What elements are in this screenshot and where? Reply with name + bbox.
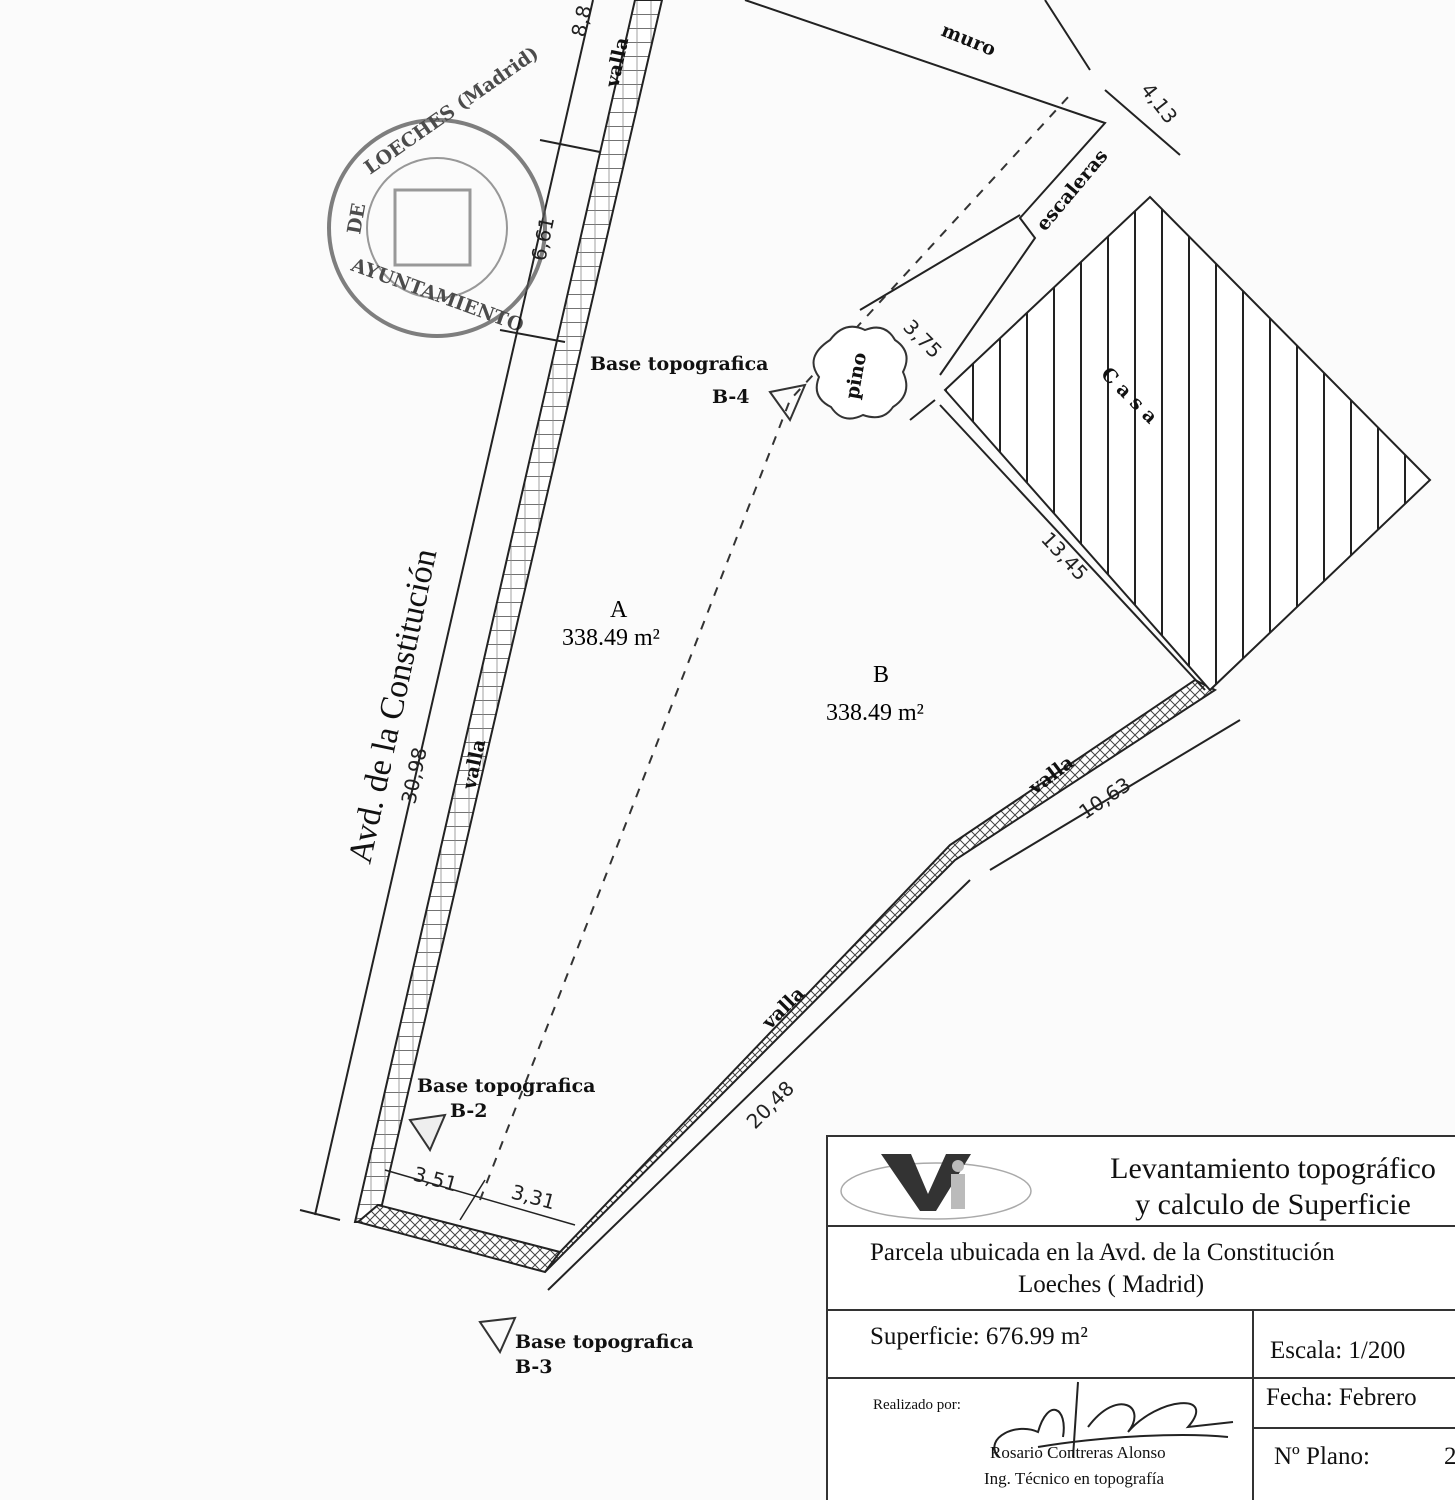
plan-title: Levantamiento topográfico y calculo de S… <box>1073 1151 1455 1223</box>
dim-top-left: 8,8 <box>566 3 596 39</box>
parcel-a-area: 338.49 m² <box>562 625 660 651</box>
base-b3-icon <box>478 1316 517 1355</box>
location-line-1: Parcela ubuicada en la Avd. de la Consti… <box>870 1239 1335 1266</box>
muro-wall <box>744 0 1107 376</box>
superficie: Superficie: 676.99 m² <box>870 1323 1088 1350</box>
location: Parcela ubuicada en la Avd. de la Consti… <box>828 1237 1455 1301</box>
signature <box>993 1381 1234 1458</box>
label-base-b4: Base topografica <box>590 353 768 375</box>
dim-fence-upper: 10,63 <box>1074 772 1135 824</box>
label-b3: B-3 <box>515 1356 553 1378</box>
dim-muro-end: 4,13 <box>1136 78 1182 128</box>
label-b2: B-2 <box>450 1100 488 1122</box>
title-line-2: y calculo de Superficie <box>1135 1188 1411 1221</box>
base-b4-icon <box>768 383 807 423</box>
author-name: Rosario Contreras Alonso <box>990 1443 1166 1462</box>
plano-label: Nº Plano: <box>1274 1443 1370 1470</box>
title-block: Levantamiento topográfico y calculo de S… <box>826 1135 1455 1500</box>
parcel-b-name: B <box>873 662 889 688</box>
parcel-b-area: 338.49 m² <box>826 700 924 726</box>
location-line-2: Loeches ( Madrid) <box>1018 1271 1205 1298</box>
dim-stamp-segment: 6,61 <box>526 214 559 263</box>
label-base-b3: Base topografica <box>515 1331 693 1353</box>
casa-building <box>943 195 1432 692</box>
company-logo <box>840 1154 1032 1220</box>
municipal-stamp: LOECHES (Madrid) DE AYUNTAMIENTO <box>327 42 547 338</box>
label-base-b2: Base topografica <box>417 1075 595 1097</box>
label-valla-left: valla <box>458 737 490 792</box>
dim-base-right: 3,31 <box>509 1180 558 1215</box>
plano-number: 2 <box>1444 1443 1455 1470</box>
parcel-a-name: A <box>610 597 628 623</box>
street-name: Avd. de la Constitución <box>342 546 445 867</box>
author-title: Ing. Técnico en topografía <box>984 1469 1165 1488</box>
svg-text:DE: DE <box>343 202 370 236</box>
road-dimension-line <box>314 0 594 1216</box>
dim-fence-lower: 20,48 <box>742 1076 799 1133</box>
fecha: Fecha: Febrero <box>1266 1384 1417 1411</box>
label-muro: muro <box>938 19 999 61</box>
escala: Escala: 1/200 <box>1270 1337 1406 1364</box>
base-b2-icon <box>408 1113 447 1153</box>
title-line-1: Levantamiento topográfico <box>1110 1152 1436 1185</box>
realizado-por: Realizado por: <box>873 1397 961 1413</box>
label-b4: B-4 <box>712 386 750 408</box>
bottom-fence <box>355 1203 562 1274</box>
dim-base-left: 3,51 <box>411 1162 460 1197</box>
pine-tree-icon <box>812 325 908 420</box>
